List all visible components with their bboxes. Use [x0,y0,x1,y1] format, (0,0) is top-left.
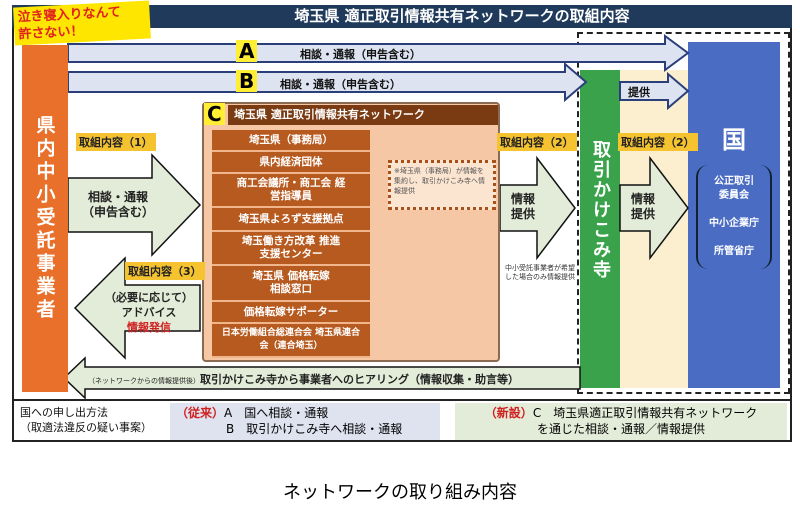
hearing-main: 取引かけこみ寺から事業者へのヒアリング（情報収集・助言等） [200,373,519,386]
step1-tag: 取組内容（1） [76,133,156,151]
legend-title: 国への申し出方法 （取適法違反の疑い事案） [20,405,152,435]
route-a-letter: A [236,40,258,62]
slogan-sticker: 泣き寝入りなんて 許さない！ [13,0,151,46]
network-member: 埼玉県よろず支援拠点 [212,208,370,232]
network-member: 埼玉働き方改革 推進支援センター [212,232,370,266]
step3-tag: 取組内容（3） [125,262,205,280]
step2a-line: 提供 [510,207,535,221]
national-dashed-box [577,32,790,394]
network-header: 埼玉県 適正取引情報共有ネットワーク [228,105,498,125]
hearing-text: （ネットワークからの情報提供後）取引かけこみ寺から事業者へのヒアリング（情報収集… [88,371,519,387]
kakekomi-column: 取引かけこみ寺 [580,70,620,388]
kuni-item: 中小企業庁 [709,218,759,229]
network-note: ※埼玉県（事務局）が情報を集約し、取引かけこみ寺へ情報提供 [388,160,496,210]
legend-old: （従来）A 国へ相談・通報 B 取引かけこみ寺へ相談・通報 [170,403,440,440]
network-member: 商工会議所・商工会 経営指導員 [212,174,370,208]
step2b-tag: 取組内容（2） [618,133,698,151]
legend-title-text: 国への申し出方法 [20,406,108,419]
arrow-a [67,34,690,72]
step2a-footnote: 中小受託事業者が希望した場合のみ情報提供 [505,264,575,281]
step1-text: 相談・通報（申告含む） [78,190,158,220]
route-provide-text: 提供 [628,86,650,99]
network-letter: C [204,103,225,125]
network-member: 価格転嫁サポーター [212,302,370,324]
step2b-line: 提供 [630,207,655,221]
arrow-hearing [62,356,581,400]
network-member: 日本労働組合総連合会 埼玉県連合会（連合埼玉） [212,324,370,358]
step2b-line: 情報 [630,192,655,206]
kuni-item: 所管省庁 [714,246,754,257]
network-member: 埼玉県（事務局） [212,130,370,152]
arrow-step2a [499,155,576,261]
step3-line: 情報発信 [127,321,171,334]
arrow-step2b [619,155,689,261]
arrow-b [67,61,588,103]
network-member: 県内経済団体 [212,152,370,174]
arrow-step3 [73,256,201,360]
step2a-line: 情報 [510,192,535,206]
step3-line: （必要に応じて） [105,291,193,304]
arrow-step1 [67,153,202,257]
left-bar-subcontractors: 県内中小受託事業者 [22,45,68,392]
legend-new: （新設）C 埼玉県適正取引情報共有ネットワーク を通じた相談・通報／情報提供 [455,403,787,440]
kuni-item: 公正取引委員会 [714,176,754,201]
old-b: B 取引かけこみ寺へ相談・通報 [226,422,403,436]
new-c2: を通じた相談・通報／情報提供 [536,422,705,436]
step2b-text: 情報提供 [625,192,661,222]
step2a-text: 情報提供 [505,192,541,222]
kuni-title: 国 [722,126,746,154]
old-a: A 国へ相談・通報 [224,406,329,420]
kuni-column: 国 公正取引委員会 中小企業庁 所管省庁 [688,42,780,388]
old-tag: （従来） [176,406,225,420]
arrow-provide [619,71,690,111]
new-tag: （新設） [484,406,533,420]
network-member: 埼玉県 価格転嫁相談窓口 [212,266,370,302]
route-b-text: 相談・通報（申告含む） [280,78,401,91]
step1-line: （申告含む） [81,205,154,219]
step1-line: 相談・通報 [87,190,148,204]
legend-subtitle: （取適法違反の疑い事案） [20,421,152,434]
route-b-letter: B [236,70,258,92]
diagram-title: 埼玉県 適正取引情報共有ネットワークの取組内容 [12,5,792,28]
route-a-text: 相談・通報（申告含む） [300,48,421,61]
step3-text: （必要に応じて） アドバイス情報発信 [95,290,203,335]
figure-caption: ネットワークの取り組み内容 [283,482,517,503]
new-c1: C 埼玉県適正取引情報共有ネットワーク [532,406,758,420]
step3-line: アドバイス [121,306,177,319]
hearing-prefix: （ネットワークからの情報提供後） [88,377,200,385]
step2a-tag: 取組内容（2） [497,133,577,151]
